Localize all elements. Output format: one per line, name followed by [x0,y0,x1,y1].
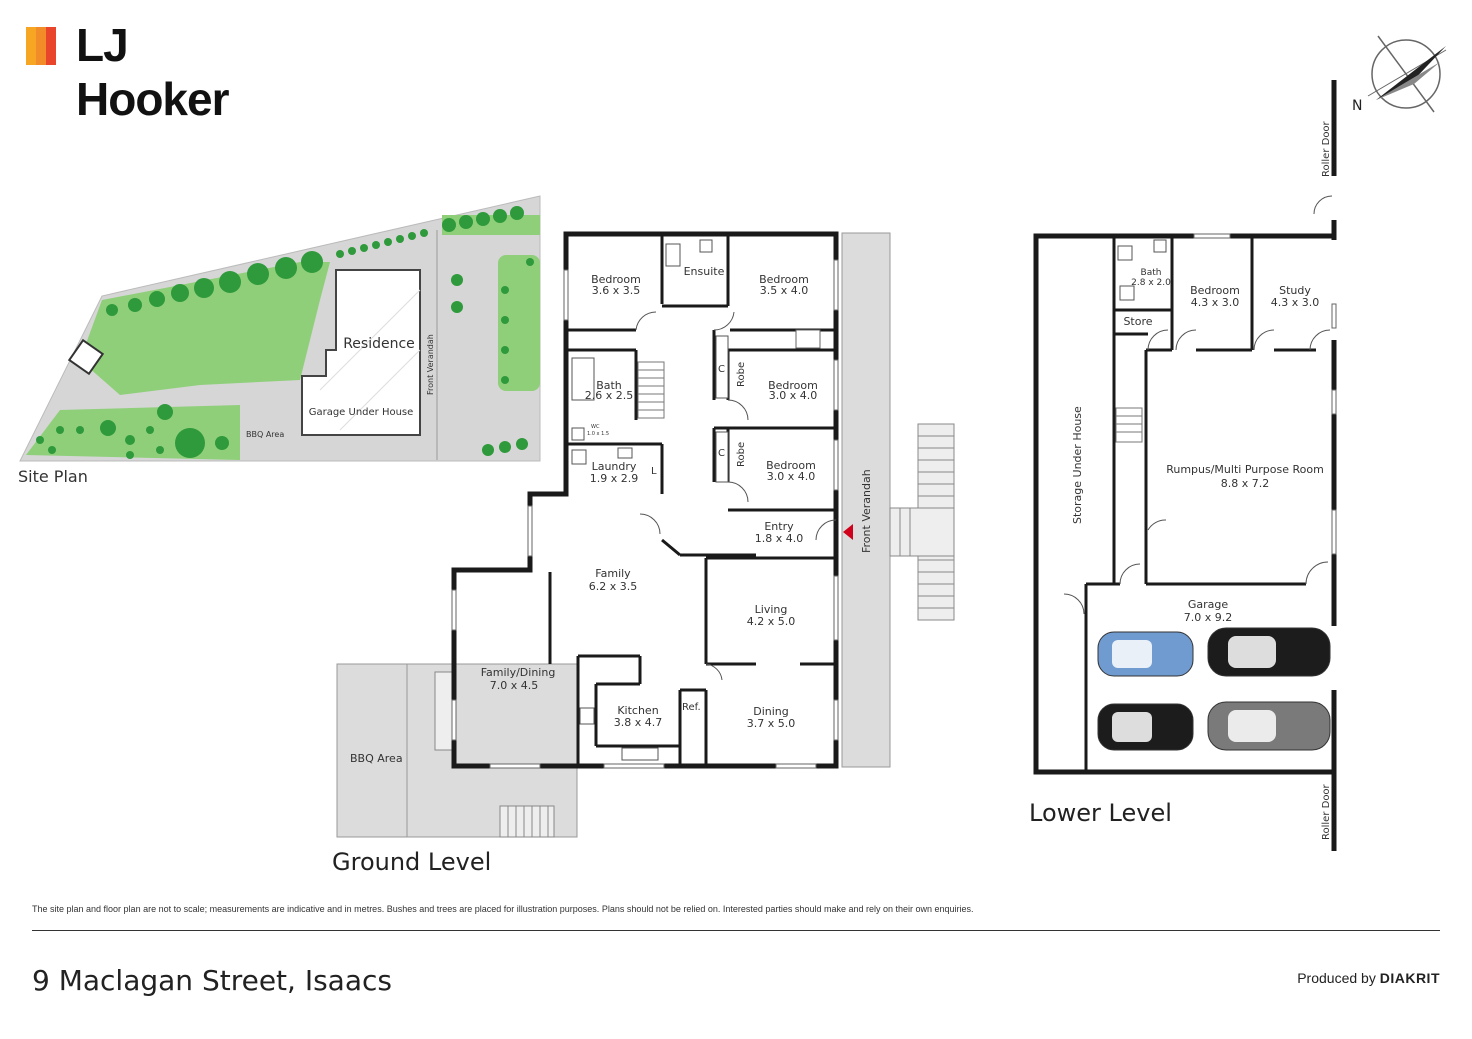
footer-divider [32,930,1440,931]
ground-interior-walls [548,236,836,766]
lower-walls [1033,80,1337,851]
lower-room-labels: Bath 2.8 x 2.0 Bedroom 4.3 x 3.0 Study 4… [1123,268,1323,624]
room-size: 4.3 x 3.0 [1271,296,1320,309]
room-size: 2.6 x 2.5 [585,389,634,402]
lower-small-labels: Storage Under House Roller Door Roller D… [1071,120,1332,840]
site-bbq-label: BBQ Area [246,430,284,439]
linen-label: L [651,466,657,477]
ground-bbq-steps [499,805,555,838]
room-size: 3.7 x 5.0 [747,717,796,730]
ground-small-labels: Robe Robe C C L Ref. WC 1.0 x 1.5 Front … [350,362,873,765]
wc-size-label: 1.0 x 1.5 [587,431,609,437]
site-plan-title: Site Plan [18,467,88,486]
site-trees [36,206,534,459]
lower-stairs [1115,407,1143,443]
room-size: 3.6 x 3.5 [592,284,641,297]
lj-hooker-logo: LJ Hooker [26,19,286,125]
room-name: Bedroom [766,459,816,472]
ground-room-labels: Bedroom 3.6 x 3.5 Ensuite Bedroom 3.5 x … [481,265,818,730]
site-verandah-label: Front Verandah [426,334,435,395]
site-lawn-strip [442,215,540,235]
ground-stairs [637,361,665,419]
room-name: Family [595,567,631,580]
cupboard-label: C [718,448,725,459]
room-size: 7.0 x 4.5 [490,679,539,692]
north-compass-icon: N [1352,35,1447,114]
ground-windows [451,259,839,769]
room-size: 3.8 x 4.7 [614,716,663,729]
room-name: Laundry [592,460,637,473]
lower-level-title: Lower Level [1029,799,1172,827]
room-size: 3.5 x 4.0 [760,284,809,297]
brand-name: LJ Hooker [76,19,229,125]
room-size: 6.2 x 3.5 [589,580,638,593]
room-size: 2.8 x 2.0 [1131,278,1171,288]
ground-level-title: Ground Level [332,848,491,876]
site-garage-label: Garage Under House [309,407,414,418]
room-name: Bedroom [768,379,818,392]
room-size: 1.8 x 4.0 [755,532,804,545]
room-name: Garage [1188,598,1229,611]
robe-label: Robe [736,362,747,387]
site-lawn [80,262,330,395]
ground-level-plan: Bedroom 3.6 x 3.5 Ensuite Bedroom 3.5 x … [332,231,955,876]
plan-drawing: Residence Garage Under House Front Veran… [18,35,1447,876]
room-size: 1.9 x 2.9 [590,472,639,485]
entry-marker-icon [843,524,853,540]
lower-interior-walls [1084,238,1316,770]
room-name: Study [1279,284,1311,297]
room-size: 3.0 x 4.0 [769,389,818,402]
storage-label: Storage Under House [1071,406,1084,524]
lower-level-plan: Bath 2.8 x 2.0 Bedroom 4.3 x 3.0 Study 4… [1029,80,1337,851]
room-name: Bath [1141,268,1162,278]
room-name: Bedroom [1190,284,1240,297]
room-name: Kitchen [617,704,658,717]
room-name: Family/Dining [481,666,556,679]
room-name: Rumpus/Multi Purpose Room [1166,463,1324,476]
site-residence-label: Residence [343,336,415,352]
room-size: 7.0 x 9.2 [1184,611,1233,624]
room-name: Entry [764,520,794,533]
verandah-label: Front Verandah [860,469,873,553]
ground-verandah-steps [889,423,955,621]
compass-north-label: N [1352,98,1362,114]
credit-prefix: Produced by [1297,970,1376,986]
room-name: Bedroom [759,273,809,286]
room-name: Bath [596,379,622,392]
logo-stripes-icon [26,27,66,65]
wc-label: WC [591,424,600,430]
ground-verandah [841,232,891,768]
room-name: Living [755,603,788,616]
room-size: 4.3 x 3.0 [1191,296,1240,309]
fridge-label: Ref. [682,702,701,713]
robe-label: Robe [736,442,747,467]
bbq-label: BBQ Area [350,752,403,765]
ground-doors [635,311,837,681]
site-plan: Residence Garage Under House Front Veran… [18,195,541,486]
lower-fixtures [1117,239,1167,301]
room-name: Ensuite [684,265,725,278]
credit-brand: DIAKRIT [1379,970,1440,986]
room-name: Bedroom [591,273,641,286]
producer-credit: Produced by DIAKRIT [1297,970,1440,986]
site-residence [301,269,421,436]
site-shed [67,338,105,376]
garage-cars [1097,627,1331,751]
room-name: Store [1123,315,1152,328]
room-size: 4.2 x 5.0 [747,615,796,628]
disclaimer-text: The site plan and floor plan are not to … [32,904,974,914]
roller-door-label: Roller Door [1321,783,1332,840]
room-size: 3.0 x 4.0 [767,470,816,483]
room-size: 8.8 x 7.2 [1221,477,1270,490]
cupboard-label: C [718,364,725,375]
lower-doors [1063,195,1333,615]
roller-door-label: Roller Door [1321,120,1332,177]
property-address: 9 Maclagan Street, Isaacs [32,964,392,997]
ground-fixtures [571,239,729,761]
lower-windows [1193,233,1337,555]
room-name: Dining [753,705,789,718]
